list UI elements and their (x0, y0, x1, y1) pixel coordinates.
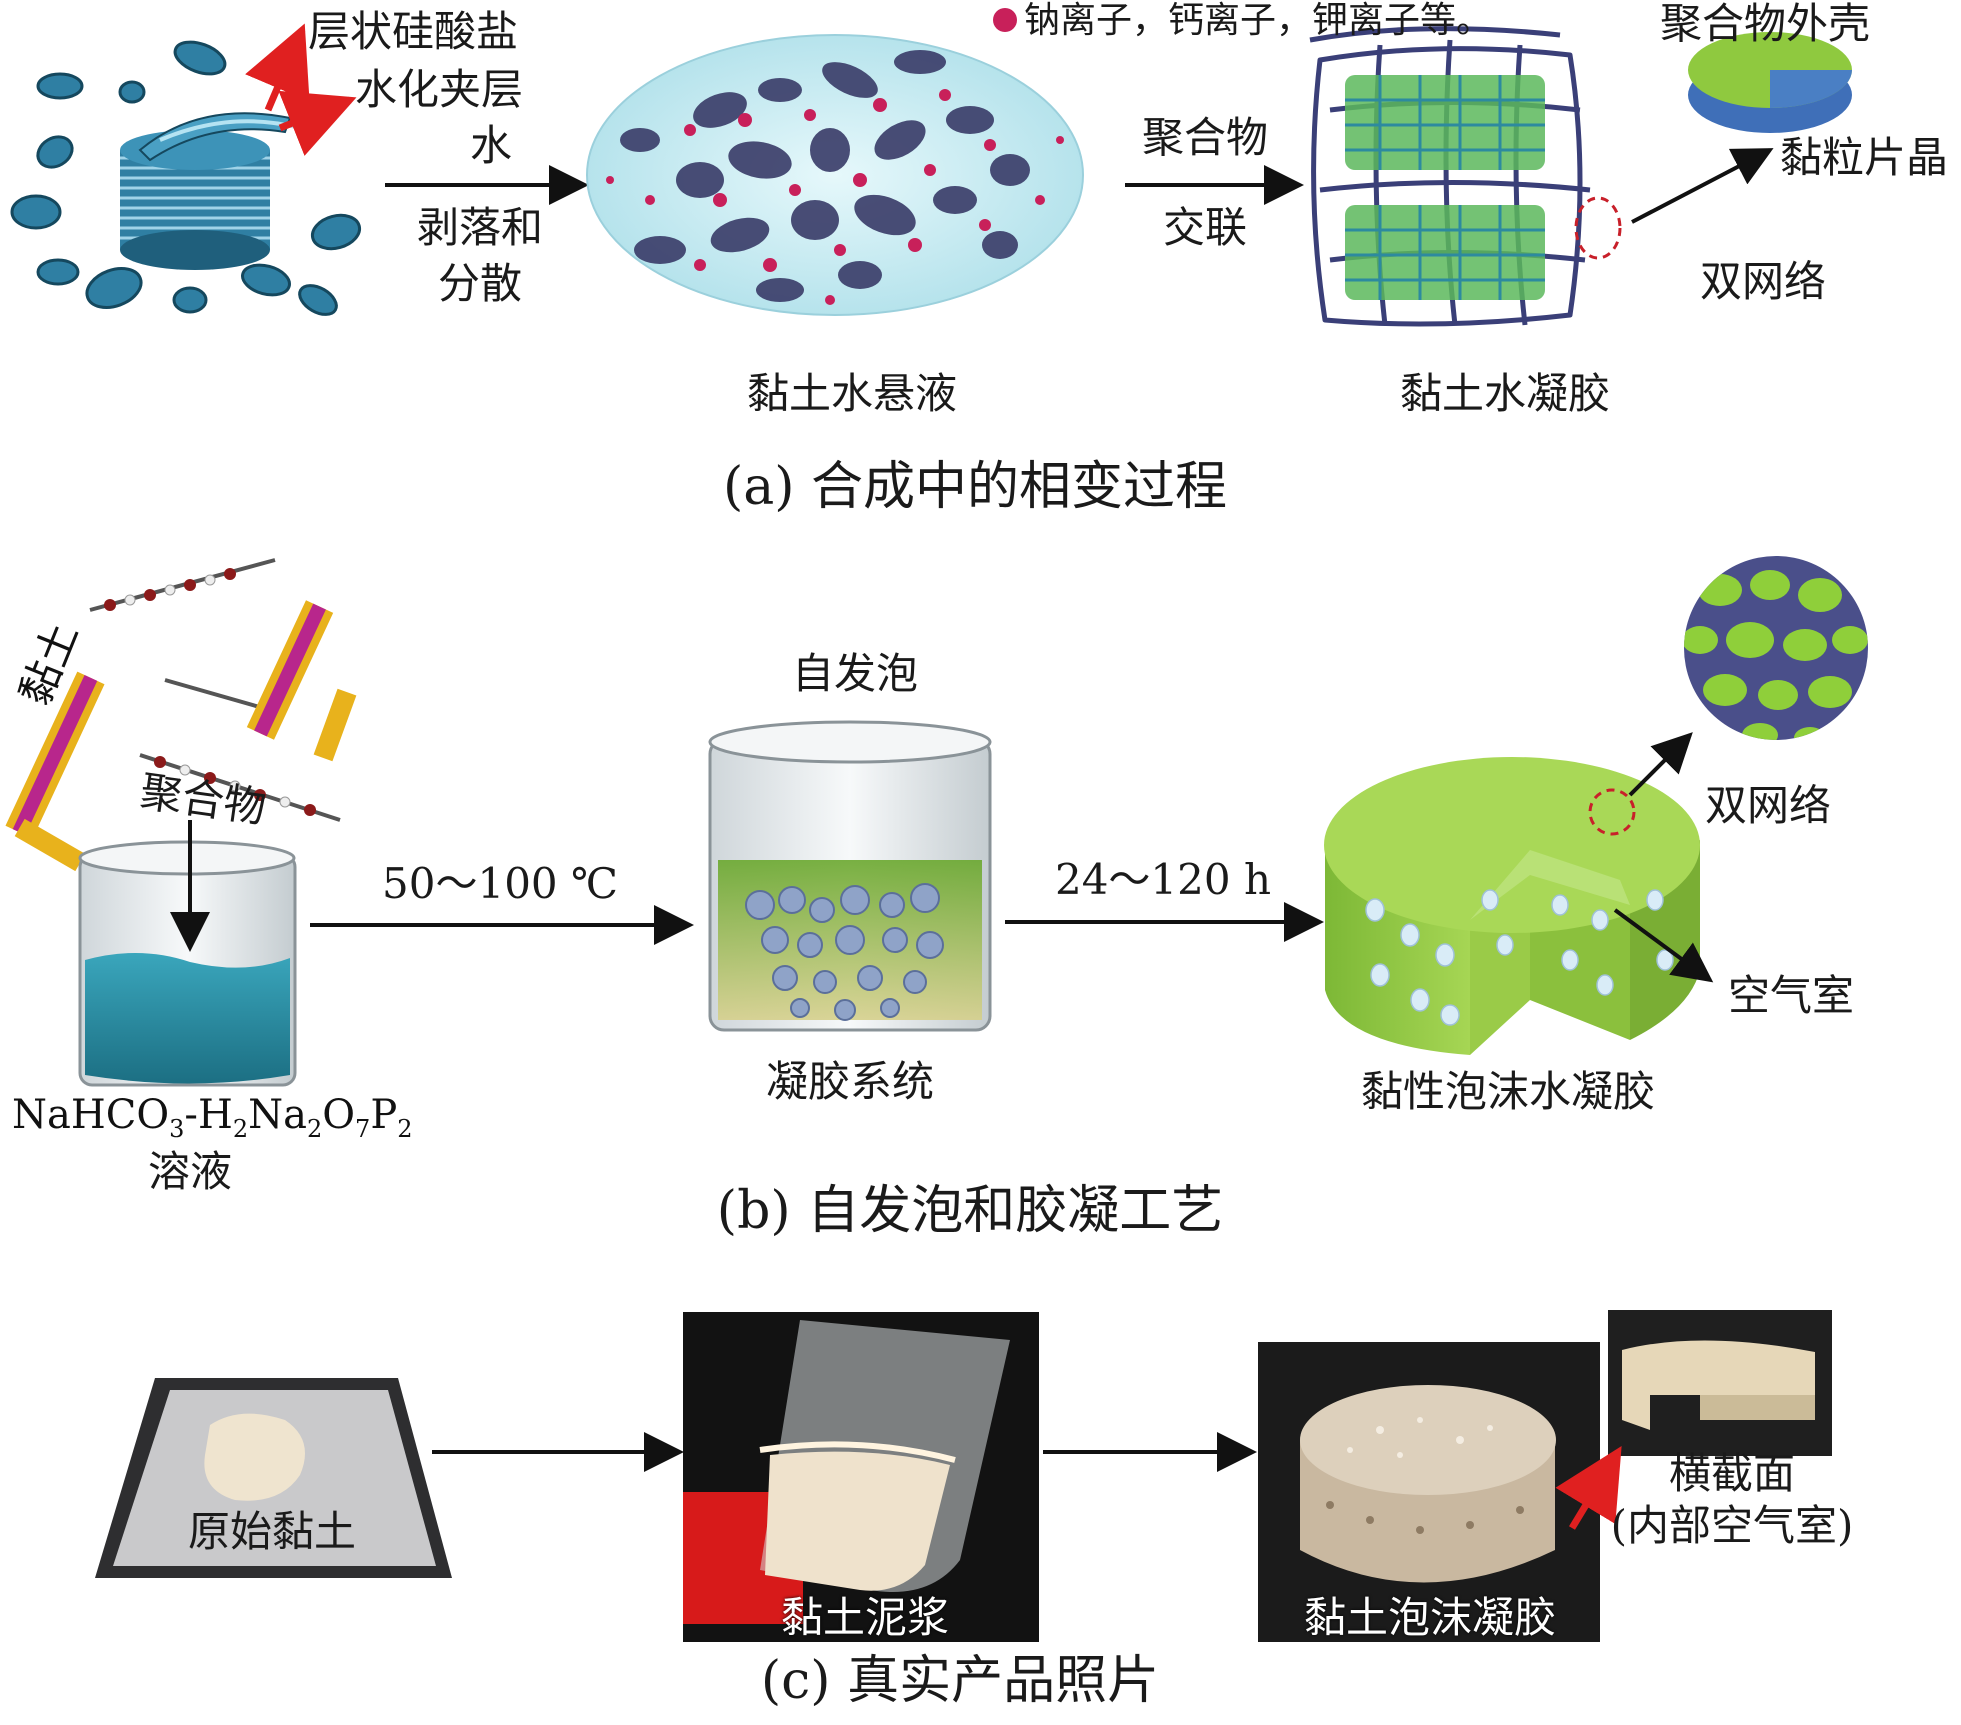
clay-suspension-illustration (586, 34, 1084, 316)
label-clay-platelet: 黏粒片晶 (1780, 133, 1949, 182)
polymer-shell-disc (1688, 32, 1852, 133)
label-air-cell: 空气室 (1728, 971, 1855, 1020)
arrow-network-zoom (1628, 732, 1693, 797)
label-gel-system: 凝胶系统 (765, 1057, 935, 1106)
molecule-chains (89, 558, 341, 822)
label-foam-hydrogel: 黏性泡沫水凝胶 (1360, 1067, 1656, 1116)
label-layered-silicate: 层状硅酸盐 (308, 7, 519, 56)
caption-panel-a: (a) 合成中的相变过程 (722, 457, 1228, 517)
clay-hydrogel-illustration (1309, 26, 1622, 327)
label-foam-gel: 黏土泡沫凝胶 (1303, 1593, 1557, 1642)
label-double-network-a: 双网络 (1700, 257, 1827, 306)
beaker-solution (78, 840, 297, 1087)
label-double-network-b: 双网络 (1705, 781, 1832, 830)
layered-silicate-stack (120, 112, 301, 270)
label-clay-hydrogel: 黏土水凝胶 (1399, 369, 1611, 418)
label-hydrated-interlayer: 水化夹层 (355, 65, 524, 114)
label-solution-formula: NaHCO3-H2Na2O7P2 (12, 1092, 413, 1143)
label-time: 24～120 h (1054, 855, 1272, 904)
ion-legend-dot (993, 8, 1017, 32)
label-exfoliate: 剥落和 (416, 203, 544, 252)
label-solution: 溶液 (147, 1147, 233, 1196)
clay-disc-cluster (10, 40, 362, 316)
double-network-zoom (1684, 556, 1868, 740)
raw-clay-photo (95, 1378, 452, 1578)
panel-c (95, 1310, 1832, 1642)
arrow-platelet (1631, 148, 1774, 224)
label-slurry: 黏土泥浆 (780, 1593, 950, 1642)
label-polymer-shell: 聚合物外壳 (1660, 0, 1871, 48)
caption-panel-b: (b) 自发泡和胶凝工艺 (716, 1181, 1224, 1241)
label-hydrated-interlayer-water: 水 (470, 121, 513, 170)
slurry-photo (683, 1312, 1039, 1642)
panel-a (10, 8, 1852, 327)
clay-strips (5, 600, 357, 872)
foam-gel-photo (1258, 1342, 1600, 1642)
label-disperse: 分散 (437, 259, 523, 308)
label-cross-section: 横截面 (1668, 1449, 1796, 1498)
caption-panel-c: (c) 真实产品照片 (760, 1651, 1160, 1711)
arrow-air-cell (1613, 908, 1714, 983)
label-clay-suspension: 黏土水悬液 (746, 369, 958, 418)
red-arrow-interlayer (278, 90, 357, 156)
panel-b (5, 556, 1868, 1087)
red-arrow-cross-section (1555, 1446, 1622, 1530)
label-crosslink: 交联 (1162, 203, 1248, 252)
label-inner-air-cell: (内部空气室) (1610, 1501, 1854, 1550)
label-ions: 钠离子，钙离子，钾离子等。 (1024, 0, 1493, 41)
label-polymer: 聚合物 (1141, 113, 1269, 162)
beaker-gel-system (708, 720, 992, 1032)
red-arrow-silicate (245, 23, 310, 112)
foam-hydrogel-illustration (1324, 757, 1700, 1055)
label-self-foaming: 自发泡 (791, 649, 919, 698)
cross-section-photo (1608, 1310, 1832, 1456)
label-temperature: 50～100 ℃ (382, 859, 618, 908)
label-raw-clay: 原始黏土 (187, 1507, 357, 1556)
